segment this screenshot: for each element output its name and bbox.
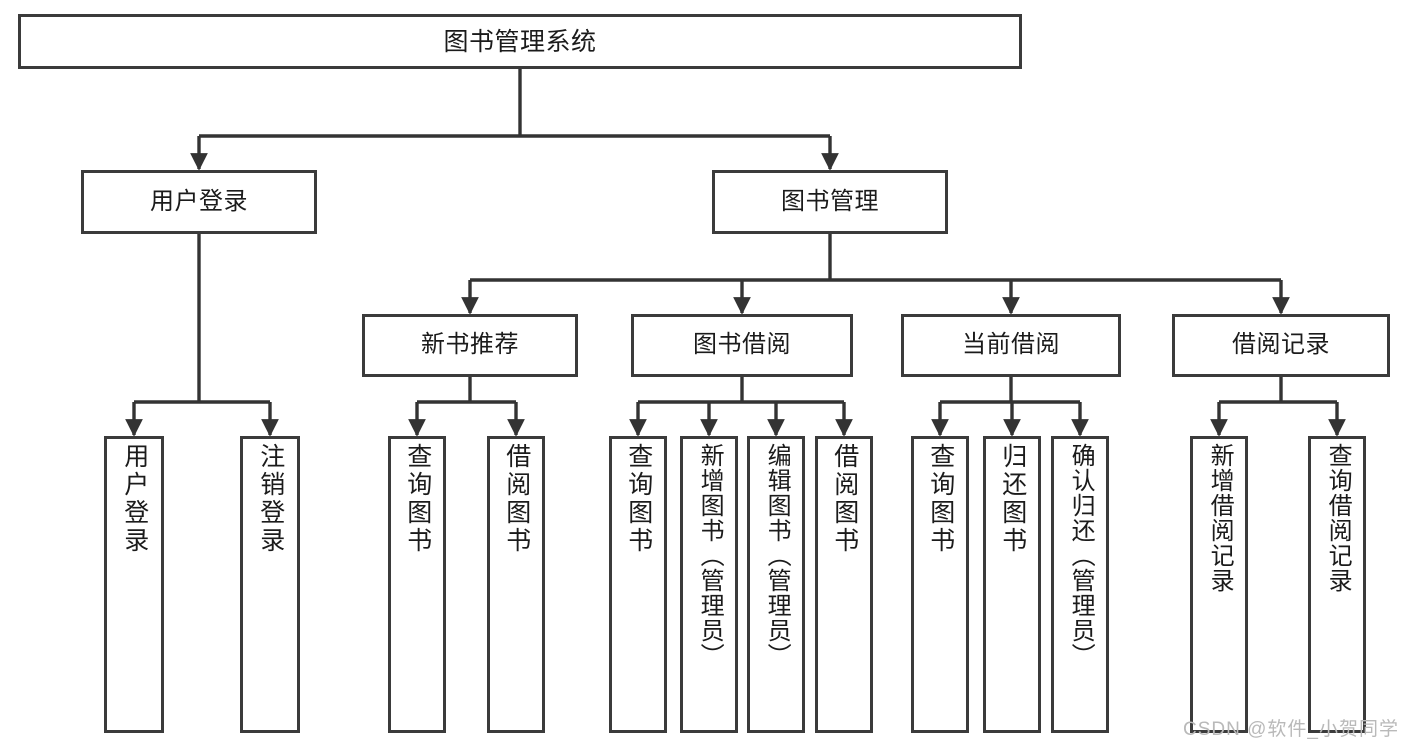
node-borrow-record[interactable]: 借阅记录 — [1172, 314, 1390, 377]
node-leaf-query-book-2[interactable]: 查询图书 — [609, 436, 667, 733]
node-leaf-add-book[interactable]: 新增图书（管理员） — [680, 436, 738, 733]
node-leaf-return-book[interactable]: 归还图书 — [983, 436, 1041, 733]
node-leaf-logout-label: 注销登录 — [256, 443, 285, 555]
node-leaf-borrow-book-1-label: 借阅图书 — [502, 443, 531, 555]
node-root[interactable]: 图书管理系统 — [18, 14, 1022, 69]
node-leaf-user-login[interactable]: 用户登录 — [104, 436, 164, 733]
node-leaf-add-record[interactable]: 新增借阅记录 — [1190, 436, 1248, 733]
node-user-login-label: 用户登录 — [150, 187, 248, 215]
node-leaf-logout[interactable]: 注销登录 — [240, 436, 300, 733]
node-leaf-borrow-book-2-label: 借阅图书 — [830, 443, 859, 555]
node-leaf-query-book-1[interactable]: 查询图书 — [388, 436, 446, 733]
node-leaf-return-book-label: 归还图书 — [998, 443, 1027, 555]
connector-lines — [125, 69, 1346, 437]
node-leaf-user-login-label: 用户登录 — [120, 443, 149, 555]
node-leaf-query-book-2-label: 查询图书 — [624, 443, 653, 555]
node-leaf-edit-book-label: 编辑图书（管理员） — [763, 443, 791, 668]
node-book-manage-label: 图书管理 — [781, 187, 879, 215]
node-leaf-query-book-1-label: 查询图书 — [403, 443, 432, 555]
node-new-book-rec[interactable]: 新书推荐 — [362, 314, 578, 377]
node-leaf-confirm-return[interactable]: 确认归还（管理员） — [1051, 436, 1109, 733]
node-leaf-borrow-book-1[interactable]: 借阅图书 — [487, 436, 545, 733]
node-leaf-add-record-label: 新增借阅记录 — [1206, 443, 1234, 593]
node-leaf-query-book-3-label: 查询图书 — [926, 443, 955, 555]
node-leaf-edit-book[interactable]: 编辑图书（管理员） — [747, 436, 805, 733]
node-leaf-query-book-3[interactable]: 查询图书 — [911, 436, 969, 733]
node-leaf-confirm-return-label: 确认归还（管理员） — [1067, 443, 1095, 668]
node-root-label: 图书管理系统 — [443, 27, 597, 56]
node-leaf-add-book-label: 新增图书（管理员） — [696, 443, 724, 668]
node-borrow-record-label: 借阅记录 — [1232, 331, 1330, 359]
node-current-borrow-label: 当前借阅 — [962, 331, 1060, 359]
node-leaf-query-record[interactable]: 查询借阅记录 — [1308, 436, 1366, 733]
node-leaf-borrow-book-2[interactable]: 借阅图书 — [815, 436, 873, 733]
node-current-borrow[interactable]: 当前借阅 — [901, 314, 1121, 377]
node-user-login[interactable]: 用户登录 — [81, 170, 317, 234]
node-book-manage[interactable]: 图书管理 — [712, 170, 948, 234]
node-new-book-rec-label: 新书推荐 — [421, 331, 519, 359]
node-book-borrow-label: 图书借阅 — [693, 331, 791, 359]
node-leaf-query-record-label: 查询借阅记录 — [1324, 443, 1352, 593]
node-book-borrow[interactable]: 图书借阅 — [631, 314, 853, 377]
